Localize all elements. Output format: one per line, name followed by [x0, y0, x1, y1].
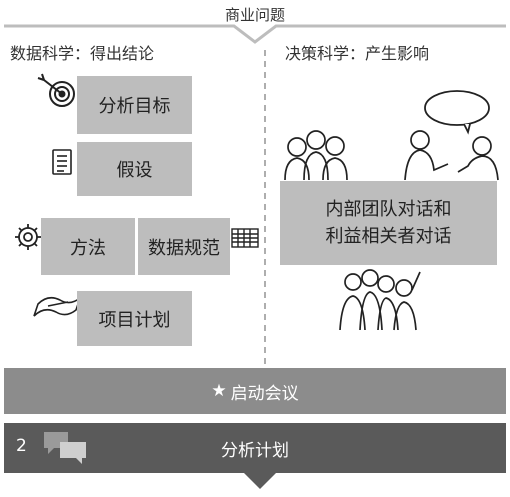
left-column-heading: 数据科学：得出结论 — [10, 44, 155, 63]
plan-label: 分析计划 — [221, 440, 289, 461]
kickoff-label: 启动会议 — [230, 383, 299, 404]
people-talking-icon — [404, 130, 499, 181]
step-project-plan-label: 项目计划 — [98, 309, 171, 331]
step-goal: 分析目标 — [77, 76, 192, 134]
plan-number: 2 — [16, 436, 27, 456]
step-method: 方法 — [41, 218, 135, 275]
step-data-spec-label: 数据规范 — [148, 237, 220, 259]
kickoff-band: ★ 启动会议 — [4, 368, 506, 414]
connector-hypothesis-method — [110, 196, 145, 208]
plan-band: 分析计划 — [4, 423, 506, 473]
connector-goal-hypothesis — [110, 132, 145, 144]
audience-icon — [339, 269, 421, 331]
scroll-icon — [33, 295, 82, 317]
step-hypothesis-label: 假设 — [116, 160, 153, 181]
people-group-icon — [284, 130, 348, 181]
step-project-plan: 项目计划 — [77, 291, 192, 346]
target-icon — [37, 73, 75, 107]
connector-method-plan — [110, 275, 145, 288]
dialogue-line-2: 利益相关者对话 — [325, 226, 452, 247]
right-column-heading: 决策科学：产生影响 — [285, 44, 430, 63]
step-method-label: 方法 — [70, 237, 106, 259]
step-goal-label: 分析目标 — [98, 96, 171, 117]
step-hypothesis: 假设 — [77, 142, 192, 196]
checklist-icon — [52, 149, 72, 175]
step-data-spec: 数据规范 — [138, 218, 230, 275]
dialogue-line-1: 内部团队对话和 — [325, 199, 452, 220]
plan-down-arrow — [244, 473, 276, 489]
dialogue-box: 内部团队对话和 利益相关者对话 — [280, 181, 497, 265]
star-icon: ★ — [211, 381, 227, 401]
spreadsheet-icon — [231, 228, 259, 248]
speech-bubble-icon — [424, 90, 490, 135]
page-title: 商业问题 — [224, 6, 285, 24]
chat-bubbles-icon — [44, 432, 86, 464]
top-chevron-outline — [4, 24, 506, 44]
gear-icon — [15, 224, 41, 250]
